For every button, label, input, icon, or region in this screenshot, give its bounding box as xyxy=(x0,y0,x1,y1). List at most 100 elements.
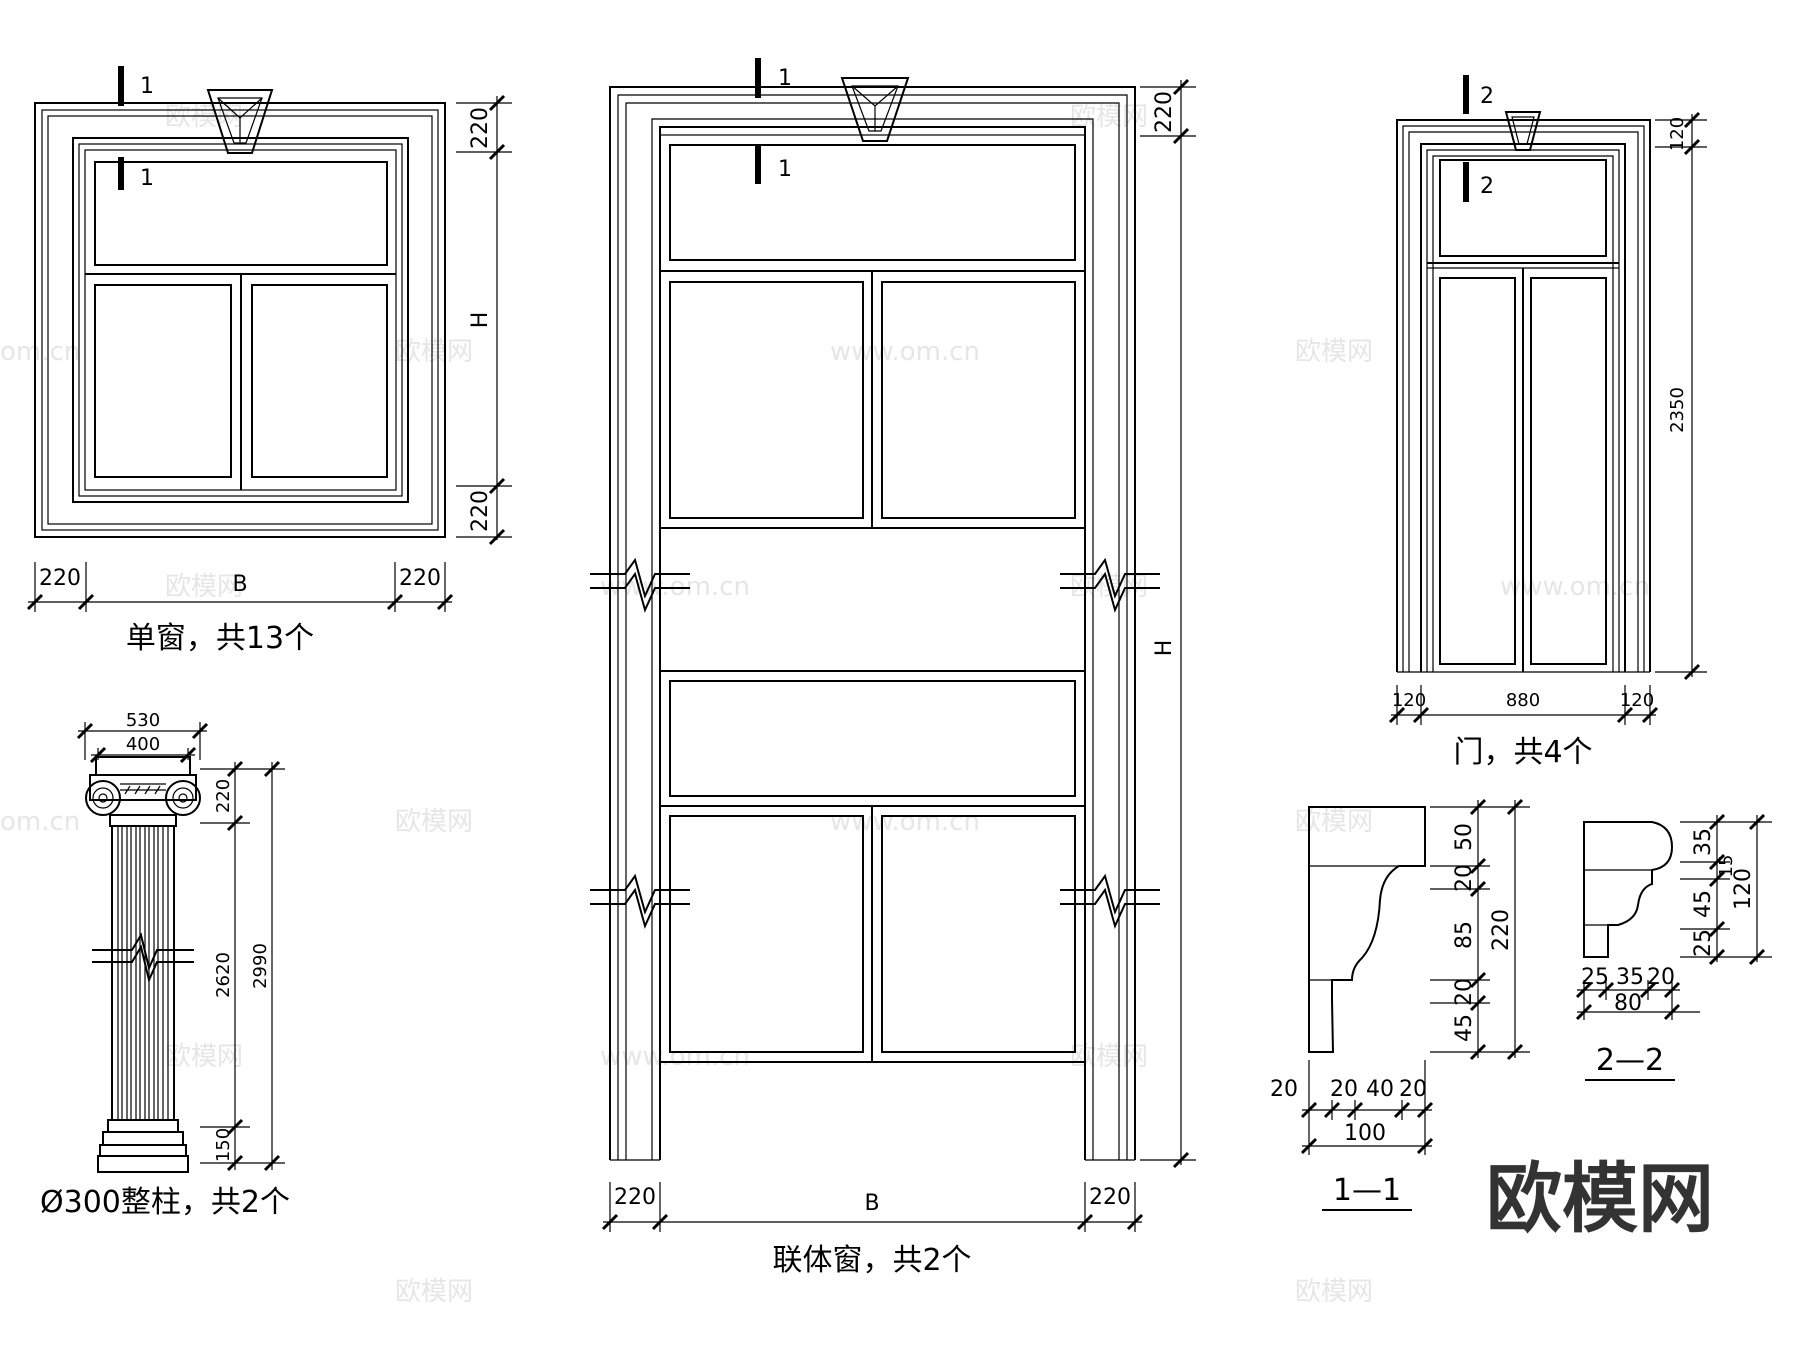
watermark-brand: 欧模网 xyxy=(165,102,243,132)
break-line-mark xyxy=(590,557,1160,929)
single-window-right-pane xyxy=(251,284,388,478)
section-mark-label: 1 xyxy=(778,66,792,91)
dimension-label: 120 xyxy=(1392,690,1426,711)
keystone-ornament xyxy=(840,77,910,142)
door-vertical-dimension: 120 2350 xyxy=(1655,111,1707,681)
single-window-elevation: 1 1 220 H 220 220 xyxy=(26,66,512,656)
dimension-label: 50 xyxy=(1452,823,1477,851)
dimension-label: H xyxy=(468,312,493,329)
dimension-label: 220 xyxy=(468,490,493,532)
watermark-short: om.cn xyxy=(0,807,80,837)
door-right-leaf-panel xyxy=(1530,277,1607,665)
dimension-label: B xyxy=(232,572,247,597)
dimension-label: 85 xyxy=(1452,921,1477,949)
dimension-label: 25 xyxy=(1691,929,1716,957)
dimension-label: 220 xyxy=(399,566,441,591)
joint-window-lower-transom-pane xyxy=(669,680,1076,797)
dimension-label: 100 xyxy=(1344,1121,1386,1146)
section-2-2-vertical-dimension: 35 15 45 25 120 xyxy=(1680,813,1772,966)
dimension-label: 45 xyxy=(1691,890,1716,918)
dimension-label: 2990 xyxy=(250,943,271,989)
single-window-sash-line xyxy=(78,143,403,497)
joint-window-lower-right-pane xyxy=(881,815,1076,1053)
watermark-brand: 欧模网 xyxy=(395,1277,473,1307)
single-window-outer-frame xyxy=(34,102,446,538)
section-mark-label: 2 xyxy=(1480,174,1494,199)
dimension-label: 35 xyxy=(1616,965,1644,990)
section-2-2-horizontal-dimension: 25 35 20 80 xyxy=(1575,965,1700,1021)
section-mark-label: 1 xyxy=(140,166,154,191)
dimension-label: 2620 xyxy=(213,952,234,998)
section-2-2-profile xyxy=(1583,821,1674,958)
dimension-label: 220 xyxy=(39,566,81,591)
column-vertical-dimension: 220 2620 150 2990 xyxy=(200,760,285,1172)
single-window-frame-line xyxy=(47,115,433,525)
dimension-label: 2350 xyxy=(1667,387,1688,433)
watermark-url: www.om.cn xyxy=(830,337,980,367)
joint-window-inner-frame xyxy=(659,126,1086,1160)
dimension-label: 25 xyxy=(1581,965,1609,990)
dimension-label: 150 xyxy=(213,1128,234,1162)
brand-logo: 欧模网 xyxy=(1486,1154,1714,1243)
door-left-leaf-panel xyxy=(1439,277,1516,665)
column-shaft xyxy=(111,826,175,1120)
dimension-label: 880 xyxy=(1506,690,1540,711)
single-window-caption: 单窗，共13个 xyxy=(126,621,314,656)
watermark-brand: 欧模网 xyxy=(395,337,473,367)
single-window-frame-line xyxy=(41,109,439,531)
dimension-label: 120 xyxy=(1667,117,1688,151)
section-mark-label: 1 xyxy=(778,157,792,182)
watermark-url: www.om.cn xyxy=(830,807,980,837)
joint-window-vertical-dimension: 220 H xyxy=(1140,78,1196,1169)
watermark-brand: 欧模网 xyxy=(1295,807,1373,837)
section-2-2-title: 2—2 xyxy=(1596,1043,1664,1078)
door-horizontal-dimension: 120 880 120 xyxy=(1388,685,1659,725)
joint-window-transom-pane xyxy=(669,144,1076,261)
joint-window-upper-left-pane xyxy=(669,281,864,519)
dimension-label: 20 xyxy=(1270,1077,1298,1102)
dimension-label: 120 xyxy=(1620,690,1654,711)
keystone-ornament xyxy=(206,89,274,154)
dimension-label: 220 xyxy=(1489,909,1514,951)
column-flutes xyxy=(117,826,169,1120)
dimension-label: 80 xyxy=(1614,991,1642,1016)
dimension-label: H xyxy=(1152,640,1177,657)
joint-window-elevation: 1 1 220 H 220 B 220 联体窗，共2个 xyxy=(590,58,1196,1278)
watermark-brand: 欧模网 xyxy=(395,807,473,837)
dimension-label: 400 xyxy=(126,734,160,755)
joint-window-outer-frame xyxy=(609,86,1136,1160)
dimension-label: 20 xyxy=(1399,1077,1427,1102)
door-caption: 门，共4个 xyxy=(1453,735,1592,770)
joint-window-horizontal-dimension: 220 B 220 xyxy=(601,1182,1144,1232)
column-base-fillet xyxy=(107,1119,179,1133)
door-transom-pane xyxy=(1439,159,1607,257)
dimension-label: 35 xyxy=(1691,828,1716,856)
dimension-label: 20 xyxy=(1647,965,1675,990)
dimension-label: B xyxy=(864,1191,879,1216)
dimension-label: 220 xyxy=(468,107,493,149)
section-2-2-detail: 35 15 45 25 120 25 35 20 80 2—2 xyxy=(1575,813,1772,1081)
watermark-brand: 欧模网 xyxy=(165,572,243,602)
dimension-label: 20 xyxy=(1330,1077,1358,1102)
column-abacus xyxy=(95,756,191,776)
dimension-label: 220 xyxy=(614,1185,656,1210)
joint-window-upper-right-pane xyxy=(881,281,1076,519)
single-window-horizontal-dimension: 220 B 220 xyxy=(26,562,454,612)
section-1-1-horizontal-dimension: 20 20 40 20 100 xyxy=(1270,1060,1434,1155)
section-1-1-title: 1—1 xyxy=(1333,1173,1401,1208)
joint-window-frame-line xyxy=(651,118,1094,1160)
column-caption: Ø300整柱，共2个 xyxy=(40,1185,290,1220)
dimension-label: 120 xyxy=(1731,868,1756,910)
section-mark-label: 2 xyxy=(1480,84,1494,109)
dimension-label: 220 xyxy=(1089,1185,1131,1210)
column-top-dimension: 530 400 xyxy=(76,710,209,764)
watermark-brand: 欧模网 xyxy=(1295,1277,1373,1307)
single-window-vertical-dimension: 220 H 220 xyxy=(456,94,512,546)
watermark-brand: 欧模网 xyxy=(1295,337,1373,367)
break-line-mark xyxy=(92,932,194,972)
single-window-transom-pane xyxy=(94,161,388,266)
watermark-short: om.cn xyxy=(0,337,80,367)
door-outer-frame xyxy=(1396,119,1651,672)
dimension-label: 40 xyxy=(1366,1077,1394,1102)
